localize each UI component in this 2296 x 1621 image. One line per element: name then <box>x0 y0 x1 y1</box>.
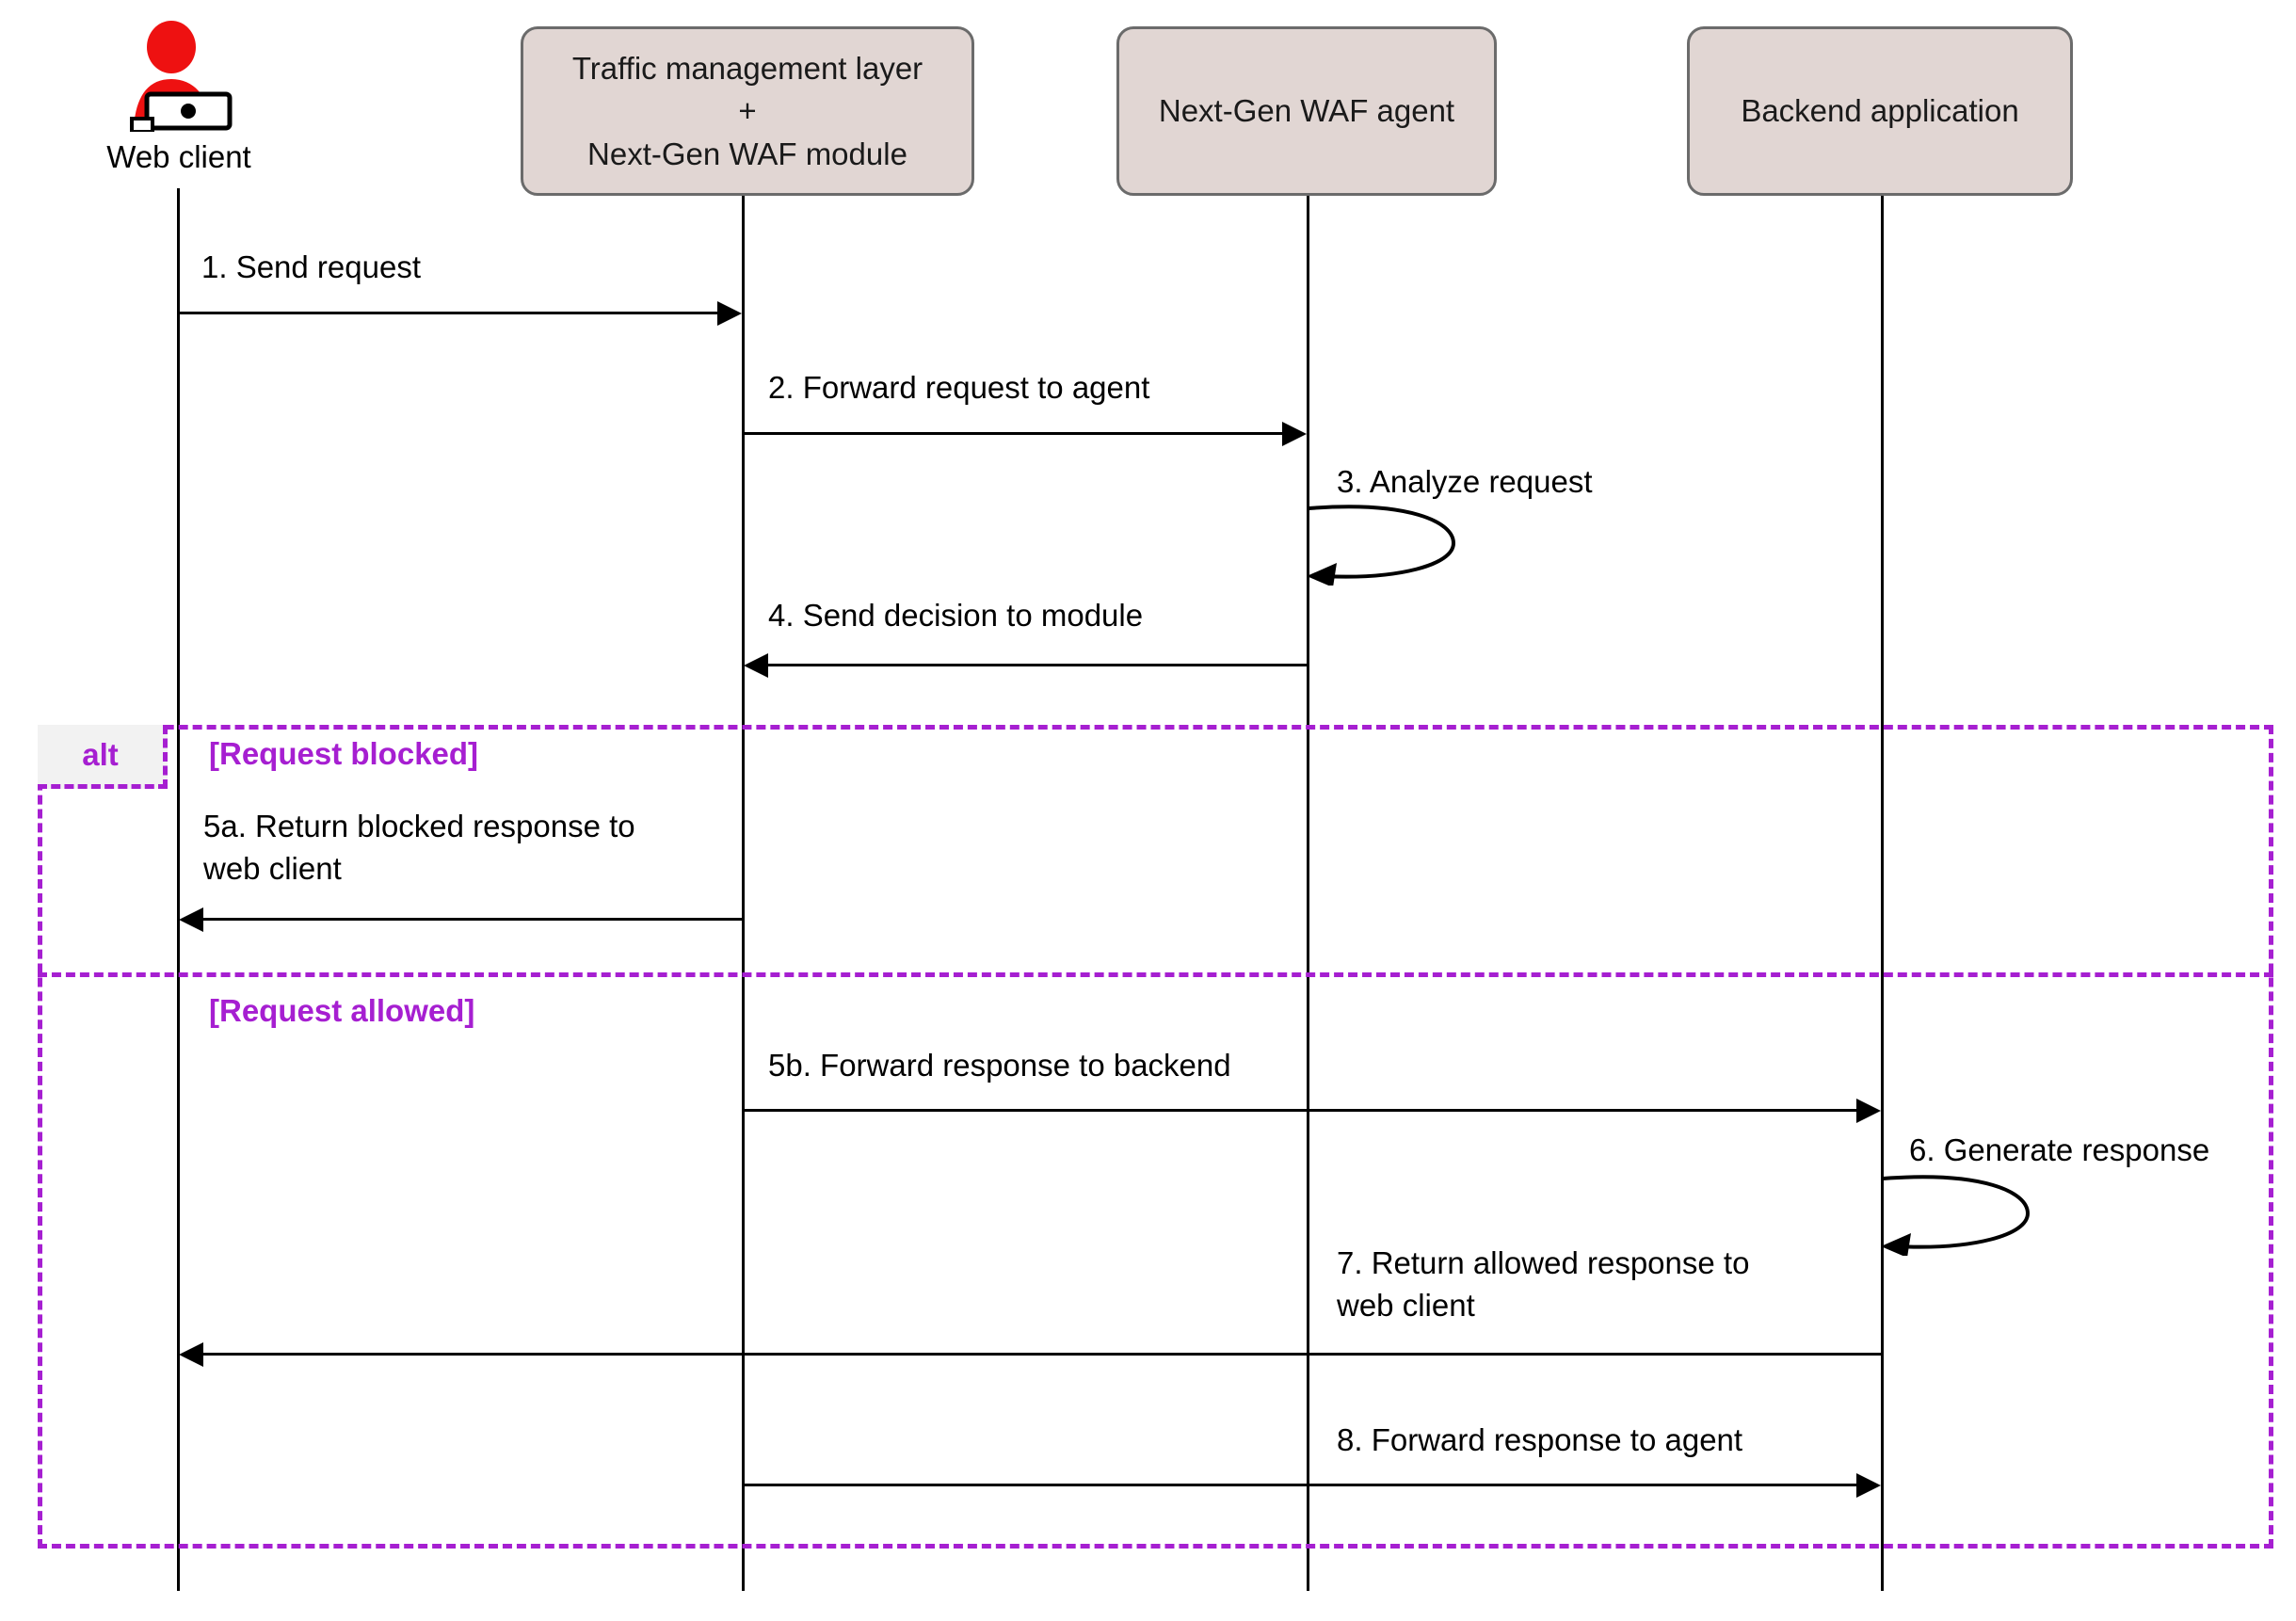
participant-label-traffic-layer-line3: Next-Gen WAF module <box>587 136 907 171</box>
message-label-2: 2. Forward request to agent <box>768 370 1150 405</box>
alt-condition-allowed: [Request allowed] <box>209 993 475 1028</box>
message-arrowhead-5a <box>179 907 203 932</box>
message-arrowhead-4 <box>744 653 768 678</box>
message-label-1: 1. Send request <box>201 249 421 284</box>
participant-label-traffic-layer-line2: + <box>738 93 757 129</box>
message-label-6: 6. Generate response <box>1909 1132 2210 1167</box>
message-arrowhead-5b <box>1856 1099 1881 1123</box>
alt-fragment-operator-tag: alt <box>38 725 168 789</box>
message-arrow-2 <box>744 432 1282 435</box>
message-arrowhead-1 <box>717 301 742 326</box>
alt-condition-blocked: [Request blocked] <box>209 736 479 771</box>
message-arrowhead-8 <box>1856 1473 1881 1498</box>
message-arrow-7 <box>203 1353 1881 1356</box>
participant-label-backend: Backend application <box>1741 93 2019 129</box>
lifeline-traffic-layer <box>742 196 745 1591</box>
message-label-5b: 5b. Forward response to backend <box>768 1048 1231 1083</box>
message-label-7: 7. Return allowed response to web client <box>1337 1245 1750 1323</box>
message-selfloop-6 <box>1870 1171 2039 1258</box>
participant-label-traffic-layer-line1: Traffic management layer <box>571 50 923 86</box>
alt-fragment <box>38 725 2273 1549</box>
lifeline-waf-agent <box>1307 196 1309 1591</box>
message-arrowhead-7 <box>179 1342 203 1367</box>
participant-label-waf-agent: Next-Gen WAF agent <box>1158 93 1455 129</box>
lifeline-backend <box>1881 196 1884 1591</box>
participant-box-traffic-layer[interactable]: Traffic management layer + Next-Gen WAF … <box>521 26 974 196</box>
participant-label-web-client: Web client <box>106 139 251 174</box>
message-arrowhead-2 <box>1282 422 1307 446</box>
message-label-5a: 5a. Return blocked response to web clien… <box>203 809 635 886</box>
message-label-4: 4. Send decision to module <box>768 598 1144 633</box>
person-with-laptop-icon <box>120 21 241 134</box>
participant-box-waf-agent[interactable]: Next-Gen WAF agent <box>1116 26 1497 196</box>
message-arrow-5b <box>744 1109 1856 1112</box>
message-arrow-4 <box>768 664 1307 666</box>
message-arrow-5a <box>203 918 744 921</box>
message-arrow-8 <box>744 1484 1856 1486</box>
message-label-3: 3. Analyze request <box>1337 464 1593 499</box>
participant-box-backend[interactable]: Backend application <box>1687 26 2073 196</box>
alt-fragment-divider <box>38 972 2273 977</box>
lifeline-web-client <box>177 188 180 1591</box>
message-selfloop-3 <box>1295 501 1465 587</box>
message-arrow-1 <box>179 312 717 314</box>
message-label-8: 8. Forward response to agent <box>1337 1422 1743 1457</box>
